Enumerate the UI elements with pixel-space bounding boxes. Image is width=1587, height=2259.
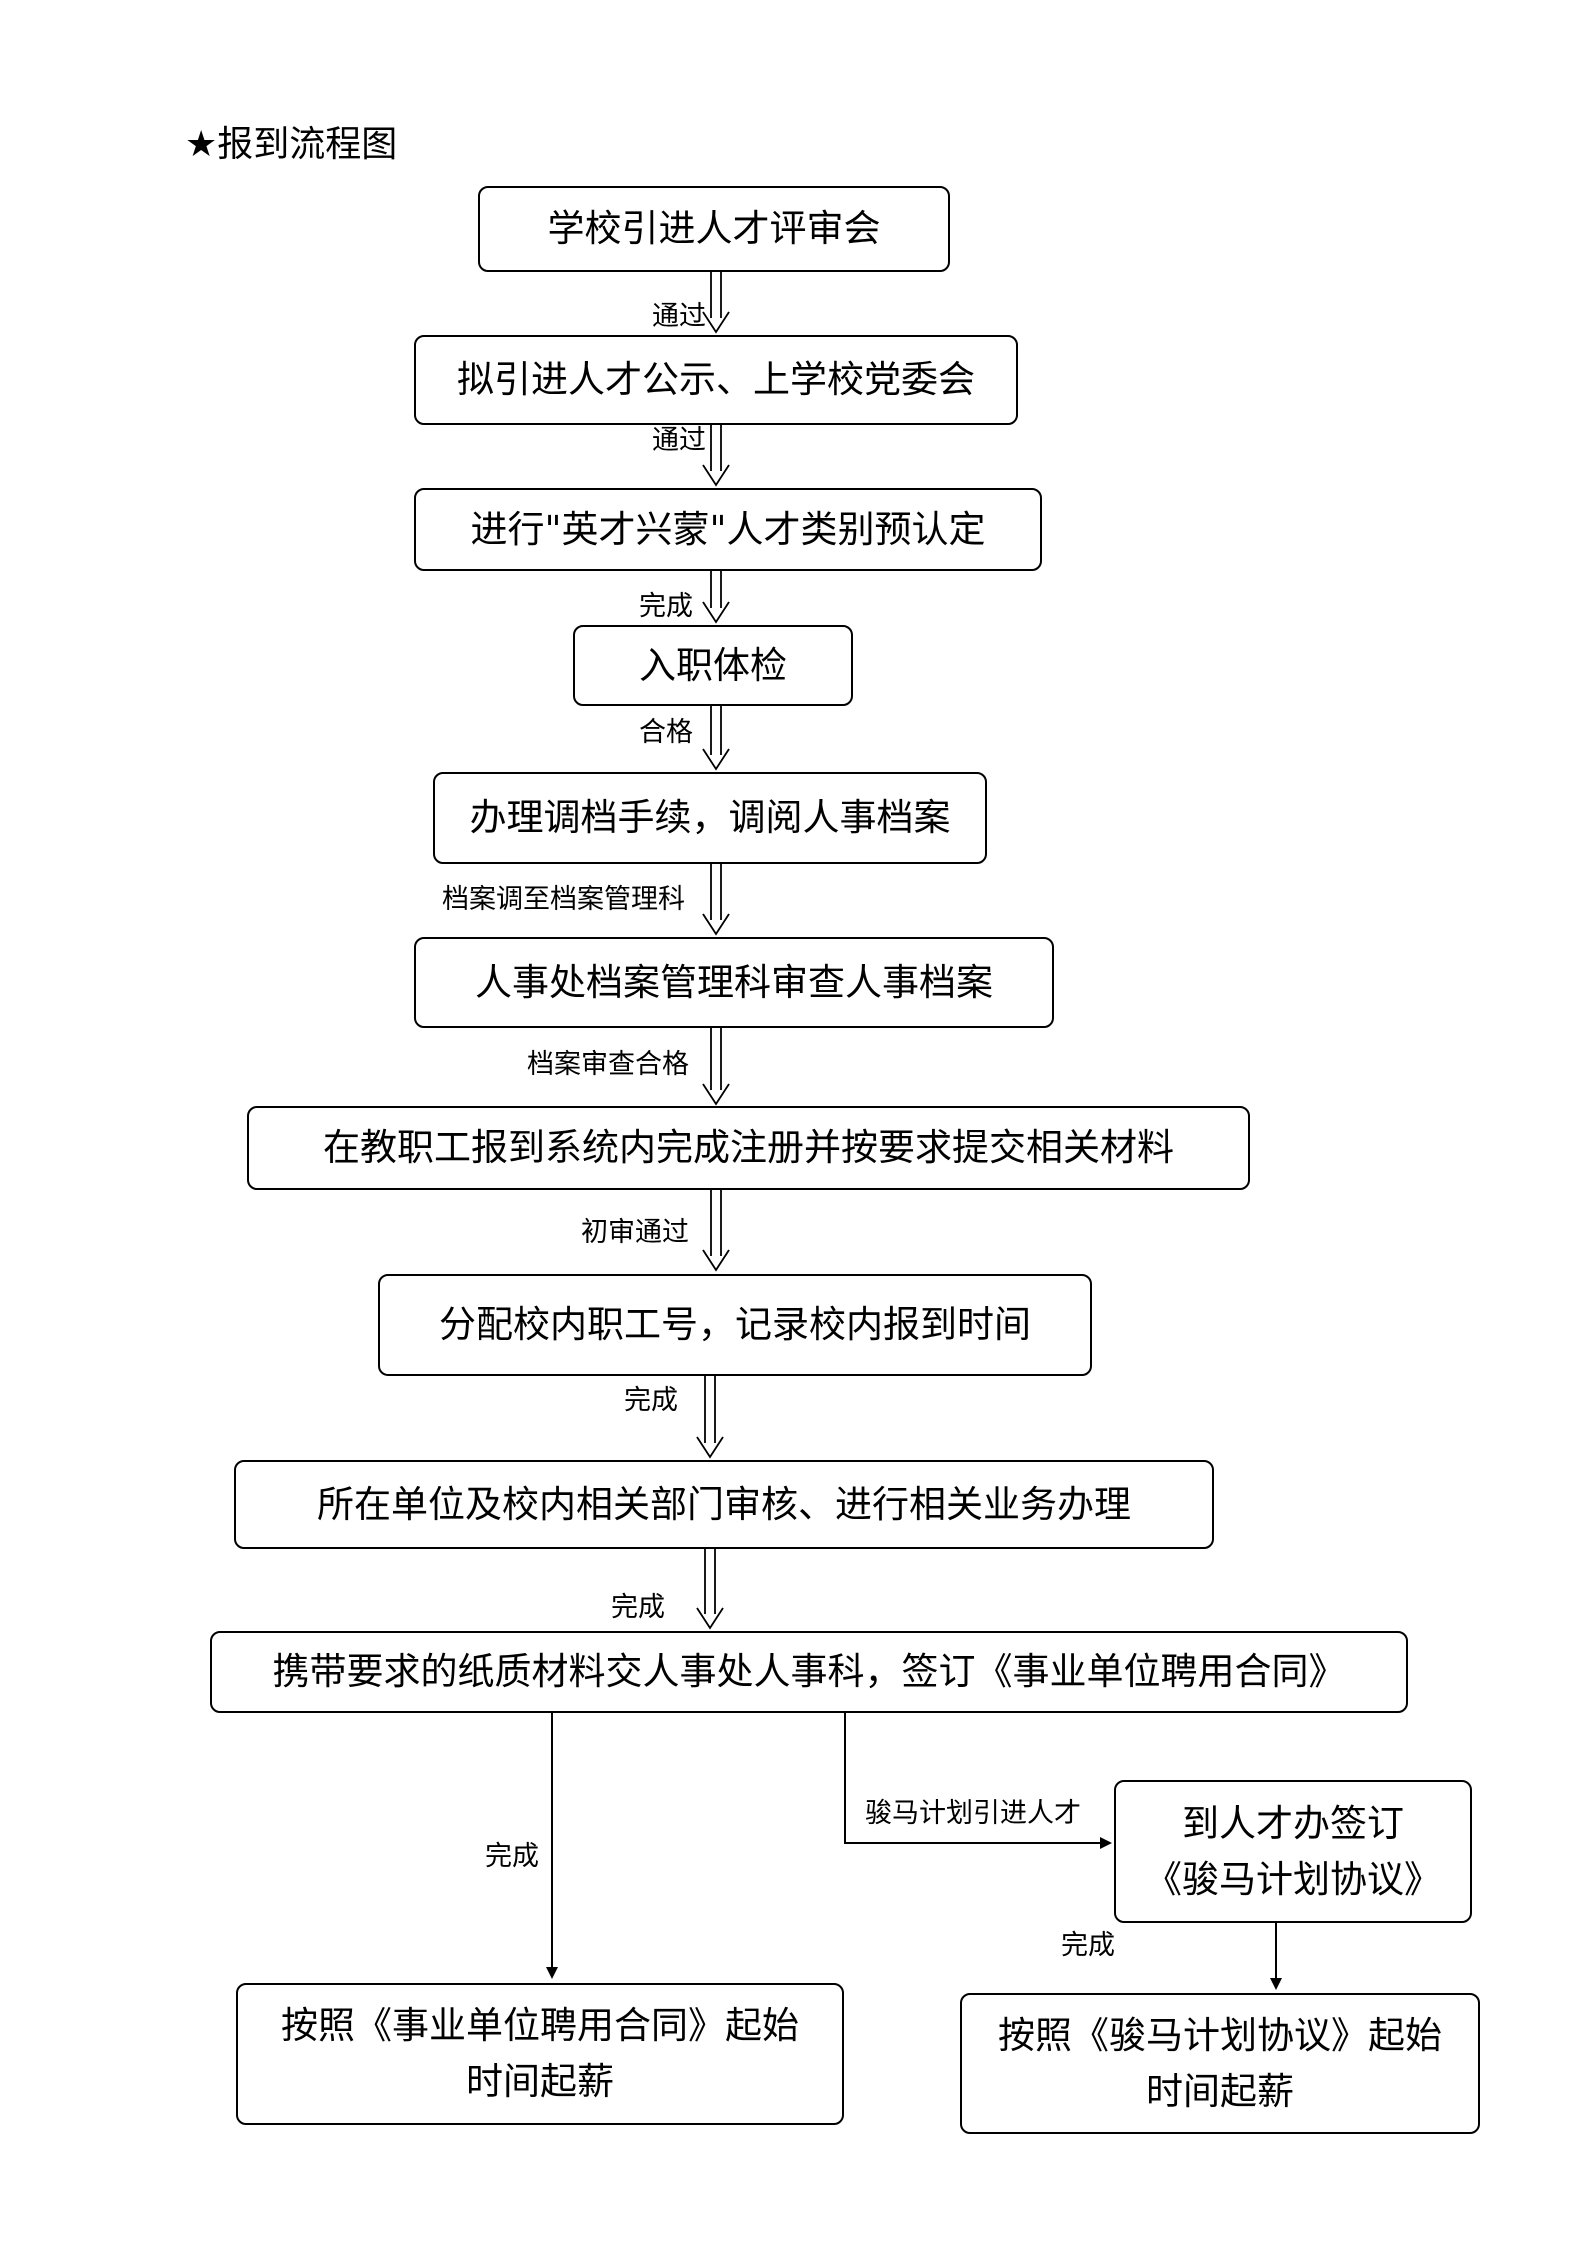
double-arrow-5 <box>702 864 730 936</box>
step-talent-category-precertification: 进行"英才兴蒙"人才类别预认定 <box>414 488 1042 571</box>
double-arrow-8 <box>696 1376 724 1459</box>
double-arrow-1 <box>702 272 730 334</box>
double-arrow-9 <box>696 1549 724 1630</box>
step-file-review: 人事处档案管理科审查人事档案 <box>414 937 1054 1028</box>
end-contract-line2: 时间起薪 <box>466 2060 614 2103</box>
end-junma-line2: 时间起薪 <box>1146 2069 1294 2113</box>
step-review-meeting: 学校引进人才评审会 <box>478 186 950 272</box>
step-sign-junma-agreement: 到人才办签订 《骏马计划协议》 <box>1114 1780 1472 1923</box>
double-arrow-4 <box>702 706 730 771</box>
end-contract-line1: 按照《事业单位聘用合同》起始 <box>281 2004 799 2047</box>
left-branch-label: 完成 <box>485 1841 539 1872</box>
transition-label-3: 完成 <box>639 591 693 622</box>
end-junma-line1: 按照《骏马计划协议》起始 <box>998 2013 1442 2057</box>
double-arrow-7 <box>702 1190 730 1272</box>
junma-agreement-line2: 《骏马计划协议》 <box>1145 1857 1441 1901</box>
transition-label-9: 完成 <box>611 1592 665 1623</box>
transition-label-2: 通过 <box>652 425 706 456</box>
right-done-label: 完成 <box>1061 1930 1115 1961</box>
step-file-transfer: 办理调档手续，调阅人事档案 <box>433 772 987 864</box>
transition-label-6: 档案审查合格 <box>527 1049 689 1080</box>
end-junma-salary-start: 按照《骏马计划协议》起始 时间起薪 <box>960 1993 1480 2134</box>
double-arrow-2 <box>702 425 730 487</box>
step-staff-number: 分配校内职工号，记录校内报到时间 <box>378 1274 1092 1376</box>
transition-label-8: 完成 <box>624 1385 678 1416</box>
step-medical-exam: 入职体检 <box>573 625 853 706</box>
step-publicity-party-committee: 拟引进人才公示、上学校党委会 <box>414 335 1018 425</box>
right-branch-arrow <box>844 1713 1112 1849</box>
page-title: ★报到流程图 <box>185 124 398 165</box>
double-arrow-3 <box>702 571 730 624</box>
step-online-registration: 在教职工报到系统内完成注册并按要求提交相关材料 <box>247 1106 1250 1190</box>
double-arrow-6 <box>702 1028 730 1106</box>
transition-label-7: 初审通过 <box>581 1217 689 1248</box>
transition-label-4: 合格 <box>639 717 693 748</box>
transition-label-1: 通过 <box>652 301 706 332</box>
junma-agreement-line1: 到人才办签订 <box>1182 1801 1404 1845</box>
step-sign-employment-contract: 携带要求的纸质材料交人事处人事科，签订《事业单位聘用合同》 <box>210 1631 1408 1713</box>
step-department-review: 所在单位及校内相关部门审核、进行相关业务办理 <box>234 1460 1214 1549</box>
transition-label-5: 档案调至档案管理科 <box>442 884 685 915</box>
end-contract-salary-start: 按照《事业单位聘用合同》起始 时间起薪 <box>236 1983 844 2125</box>
right-branch-label: 骏马计划引进人才 <box>865 1798 1081 1829</box>
